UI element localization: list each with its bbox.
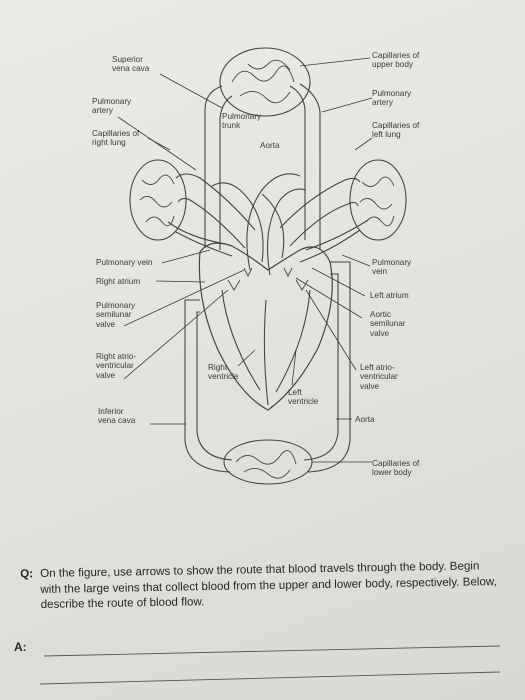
right-ventricle-wall bbox=[221, 289, 261, 391]
heart-outline bbox=[198, 242, 333, 411]
question-block: Q: On the figure, use arrows to show the… bbox=[20, 558, 503, 613]
upper-body-capillary-bed bbox=[219, 47, 311, 117]
label-pulmonary-vein-left: Pulmonary vein bbox=[96, 258, 153, 267]
lower-body-capillary-bed bbox=[223, 439, 313, 485]
label-inferior-vena-cava: Inferior vena cava bbox=[98, 407, 136, 426]
label-pulmonary-semilunar-valve: Pulmonary semilunar valve bbox=[96, 301, 136, 329]
valve-flaps bbox=[227, 267, 309, 291]
left-lung-capillary-bed bbox=[349, 159, 407, 241]
pulmonary-vein-left bbox=[299, 229, 361, 263]
pulmonary-artery-left-lung bbox=[279, 177, 361, 229]
left-lung-network bbox=[359, 176, 395, 227]
upper-capillary-network bbox=[231, 59, 295, 104]
label-capillaries-right-lung: Capillaries of right lung bbox=[92, 129, 140, 148]
pulmonary-artery-right-lung bbox=[175, 173, 256, 231]
aorta-ascending bbox=[289, 85, 306, 240]
left-ventricle-wall bbox=[275, 289, 311, 393]
label-right-av-valve: Right atrio- ventricular valve bbox=[96, 352, 137, 380]
label-left-av-valve: Left atrio- ventricular valve bbox=[360, 363, 398, 391]
answer-marker: A: bbox=[14, 640, 27, 654]
label-superior-vena-cava: Superior vena cava bbox=[112, 55, 150, 74]
label-capillaries-left-lung: Capillaries of left lung bbox=[372, 121, 420, 140]
label-pulmonary-artery-right: Pulmonary artery bbox=[372, 89, 412, 108]
right-lung-network bbox=[139, 174, 175, 227]
svc-vessel bbox=[204, 85, 223, 248]
septum bbox=[263, 299, 269, 406]
right-lung-capillary-bed bbox=[129, 159, 187, 241]
label-right-ventricle: Right ventricle bbox=[208, 363, 239, 382]
label-pulmonary-trunk: Pulmonary trunk bbox=[222, 112, 262, 131]
label-pulmonary-vein-right: Pulmonary vein bbox=[372, 258, 412, 277]
label-capillaries-upper-body: Capillaries of upper body bbox=[372, 51, 420, 70]
question-text: On the figure, use arrows to show the ro… bbox=[40, 559, 497, 611]
pulmonary-vein-right bbox=[175, 231, 233, 257]
label-right-atrium: Right atrium bbox=[96, 277, 141, 286]
aorta-descending bbox=[307, 261, 351, 473]
label-left-atrium: Left atrium bbox=[370, 291, 409, 300]
ivc-vessel bbox=[184, 299, 231, 473]
label-aortic-semilunar-valve: Aortic semilunar valve bbox=[370, 310, 406, 338]
lower-capillary-network bbox=[235, 450, 297, 479]
aortic-arch bbox=[211, 182, 264, 263]
label-aorta-bottom: Aorta bbox=[355, 415, 375, 424]
label-capillaries-lower-body: Capillaries of lower body bbox=[372, 459, 420, 478]
question-marker: Q: bbox=[20, 567, 34, 581]
label-left-ventricle: Left ventricle bbox=[288, 388, 319, 407]
label-aorta-top: Aorta bbox=[260, 141, 280, 150]
label-pulmonary-artery-left: Pulmonary artery bbox=[92, 97, 132, 116]
pulmonary-trunk bbox=[246, 173, 301, 271]
